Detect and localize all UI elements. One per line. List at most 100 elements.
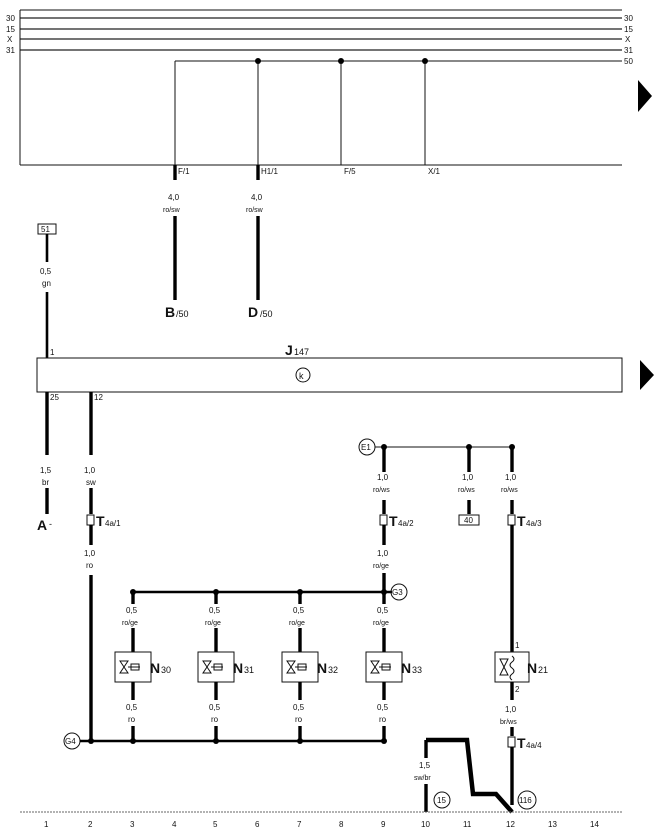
ground-point-15	[433, 791, 451, 809]
wire-color-label: ro/ws	[373, 487, 390, 494]
connector-label: T	[96, 513, 105, 529]
wire-size-label: 1,0	[505, 705, 517, 714]
continuation-arrow-top	[638, 80, 652, 112]
grid-number: 7	[297, 820, 302, 829]
valve-label-sub: 31	[244, 665, 254, 675]
grid-number: 4	[172, 820, 177, 829]
valve-n30: 0,5 ro/ge N 30 0,5 ro	[114, 592, 171, 741]
pin-label-f5: F/5	[344, 167, 356, 176]
connector-label: T	[517, 735, 526, 751]
wire-to-b50: 4,0 ro/sw B /50	[163, 165, 189, 320]
connector-t4a4	[507, 736, 516, 748]
dest-label-a: A	[37, 517, 47, 533]
rail-label-30-right: 30	[624, 14, 633, 23]
wire-size-label: 1,0	[377, 473, 389, 482]
power-rails: 30 15 X 31 30 15 X 31 50	[6, 14, 633, 66]
grid-number: 6	[255, 820, 260, 829]
rail-label-50-right: 50	[624, 57, 633, 66]
grid-number: 11	[463, 820, 472, 829]
wire-to-d50: 4,0 ro/sw D /50	[246, 165, 273, 320]
wire-color-label: ro/ws	[458, 487, 475, 494]
pin-label-h1-1: H1/1	[261, 167, 278, 176]
wire-swbr-ground: 1,5 sw/br 15 116	[414, 737, 537, 814]
valve-n32: 0,5 ro/ge N 32 0,5 ro	[281, 592, 338, 741]
wire-color-label: ro	[211, 715, 219, 724]
n21-pin-2: 2	[515, 685, 520, 694]
wire-size-label: 0,5	[40, 267, 52, 276]
grid-number: 13	[548, 820, 557, 829]
ref-box-40	[458, 514, 480, 526]
valve-label-sub: 21	[538, 665, 548, 675]
rail-label-15-left: 15	[6, 25, 15, 34]
rail-label-x-left: X	[7, 35, 13, 44]
connector-t4a2	[379, 514, 388, 526]
connector-label-sub: 4a/4	[526, 741, 542, 750]
wire-size-label: 1,5	[40, 466, 52, 475]
wire-color-label: ro	[295, 715, 303, 724]
wire-size-label: 1,0	[84, 466, 96, 475]
wire-size-label: 0,5	[126, 703, 138, 712]
wire-color-label: ro	[379, 715, 387, 724]
dest-label-d: D	[248, 304, 258, 320]
ground-label: 15	[437, 796, 446, 805]
wire-size-label: 0,5	[293, 703, 305, 712]
grid-number: 12	[506, 820, 515, 829]
connector-t4a1	[86, 514, 95, 526]
ref-box-51-label: 51	[41, 225, 50, 234]
wire-size-label: 0,5	[209, 606, 221, 615]
rail-label-31-right: 31	[624, 46, 633, 55]
wire-color-label: ro/ge	[289, 620, 305, 627]
wire-br-to-a: 25 1,5 br A -	[37, 392, 59, 533]
wire-size-label: 4,0	[168, 193, 180, 202]
wire-color-label: ro	[128, 715, 136, 724]
rail-label-x-right: X	[625, 35, 631, 44]
rail-label-30-left: 30	[6, 14, 15, 23]
module-symbol-circle	[295, 367, 311, 383]
module-symbol: k	[299, 371, 304, 381]
wire-color-label: br/ws	[500, 719, 517, 726]
pin-label-x1: X/1	[428, 167, 441, 176]
wire-size-label: 1,0	[377, 549, 389, 558]
continuation-arrow-mid	[640, 360, 654, 390]
ground-bus-g4: G4	[63, 732, 387, 750]
connector-label-sub: 4a/2	[398, 519, 414, 528]
valve-label: N	[150, 660, 160, 676]
valve-n33: 0,5 ro/ge N 33 0,5 ro	[365, 592, 422, 741]
pin-label-f1: F/1	[178, 167, 190, 176]
module-pin-12: 12	[94, 393, 103, 402]
dest-label-a-sub: -	[49, 519, 52, 529]
wire-col11-roww: 1,0 ro/ws 40	[458, 447, 480, 526]
junction-dot	[338, 58, 344, 64]
control-module-j147: J 147 k	[36, 342, 623, 393]
connector-label: T	[517, 513, 526, 529]
junction-dot	[255, 58, 261, 64]
ground-label: 116	[519, 796, 532, 805]
junction-dot	[88, 738, 94, 744]
wire-color-label: br	[42, 478, 49, 487]
module-pin-25: 25	[50, 393, 59, 402]
grid-number: 8	[339, 820, 344, 829]
wire-size-label: 4,0	[251, 193, 263, 202]
valve-symbol	[119, 660, 129, 674]
grid-number: 9	[381, 820, 386, 829]
module-pin-1: 1	[50, 348, 55, 357]
dest-label-b-sub: /50	[176, 309, 189, 319]
wire-color-label: gn	[42, 279, 51, 288]
bus-g3: G3	[130, 583, 408, 601]
grid-number: 3	[130, 820, 135, 829]
wire-size-label: 1,0	[505, 473, 517, 482]
module-name: J	[285, 342, 293, 358]
wire-sw-to-t4a1: 12 1,0 sw T 4a/1 1,0 ro	[84, 392, 121, 741]
valve-label-sub: 32	[328, 665, 338, 675]
wire-color-label: sw	[86, 478, 96, 487]
wire-color-label: ro/ge	[122, 620, 138, 627]
ground-point-116	[517, 790, 537, 810]
wire-size-label: 0,5	[209, 703, 221, 712]
grid-number: 10	[421, 820, 430, 829]
wire-color-label: ro/sw	[163, 207, 181, 214]
wire-color-label: ro/ge	[205, 620, 221, 627]
valve-symbol	[370, 660, 380, 674]
valve-n21-coil	[509, 655, 515, 681]
dest-label-b: B	[165, 304, 175, 320]
connector-label-sub: 4a/1	[105, 519, 121, 528]
